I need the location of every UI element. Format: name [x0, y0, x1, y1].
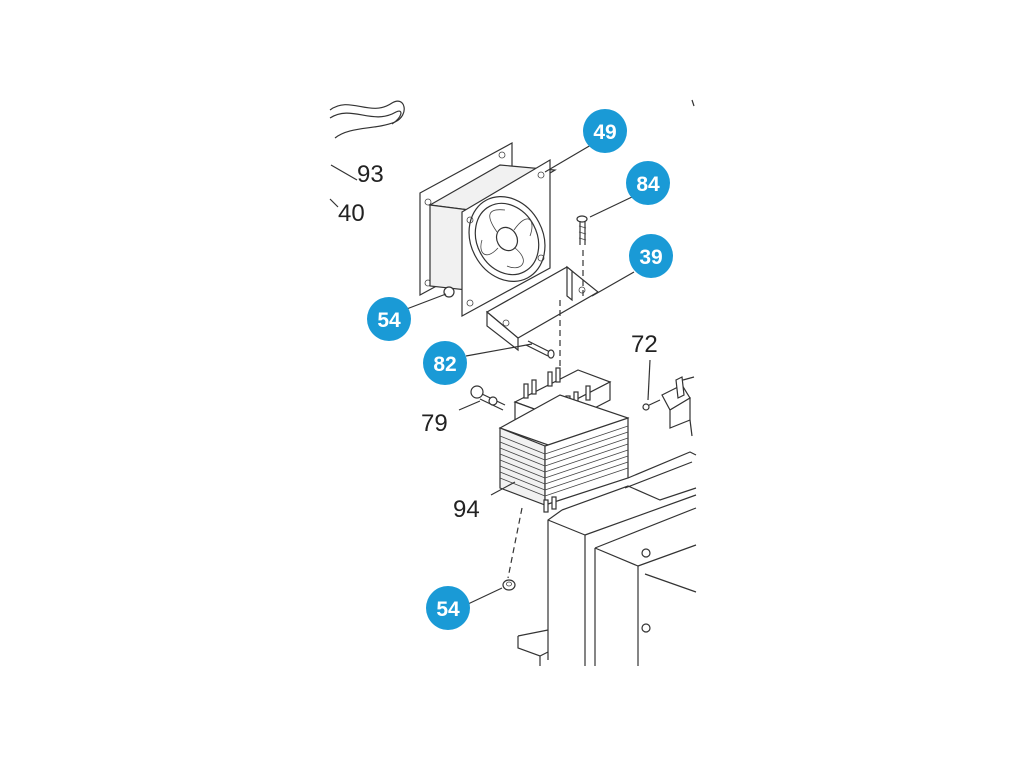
callout-label: 39 [639, 246, 662, 269]
cabinet-drawing [517, 451, 697, 666]
corner-mark [691, 99, 695, 107]
callout-39[interactable]: 39 [629, 234, 673, 278]
cable-drawing [329, 100, 405, 139]
fan-bracket-drawing [485, 265, 600, 352]
callout-54-upper[interactable]: 54 [367, 297, 411, 341]
callout-badge-circle [583, 109, 627, 153]
callout-94: 94 [453, 496, 480, 523]
callout-label: 54 [436, 598, 460, 621]
callout-badge-circle [426, 586, 470, 630]
callout-84[interactable]: 84 [626, 161, 670, 205]
leader-lines [329, 144, 651, 605]
callout-49[interactable]: 49 [583, 109, 627, 153]
callout-badge-circle [367, 297, 411, 341]
callout-40: 40 [338, 200, 365, 227]
callout-badge-circle [626, 161, 670, 205]
callout-54-lower[interactable]: 54 [426, 586, 470, 630]
screw-79-drawing [470, 385, 506, 411]
cooling-fan-drawing [419, 141, 557, 318]
transformer-drawing [498, 367, 630, 513]
callout-93: 93 [357, 161, 384, 188]
nut-54-lower-drawing [502, 579, 516, 591]
callout-72: 72 [631, 331, 658, 358]
callout-label: 82 [433, 353, 456, 376]
screw-84-drawing [576, 215, 588, 245]
callout-label: 84 [636, 173, 660, 196]
screw-82-drawing [525, 340, 555, 359]
callout-badge-circle [423, 341, 467, 385]
callout-label: 49 [593, 121, 616, 144]
callout-badge-circle [629, 234, 673, 278]
clip-72-drawing [642, 376, 695, 437]
transformer-axis [507, 507, 523, 579]
callout-label: 54 [377, 309, 401, 332]
callout-82[interactable]: 82 [423, 341, 467, 385]
callout-79: 79 [421, 410, 448, 437]
